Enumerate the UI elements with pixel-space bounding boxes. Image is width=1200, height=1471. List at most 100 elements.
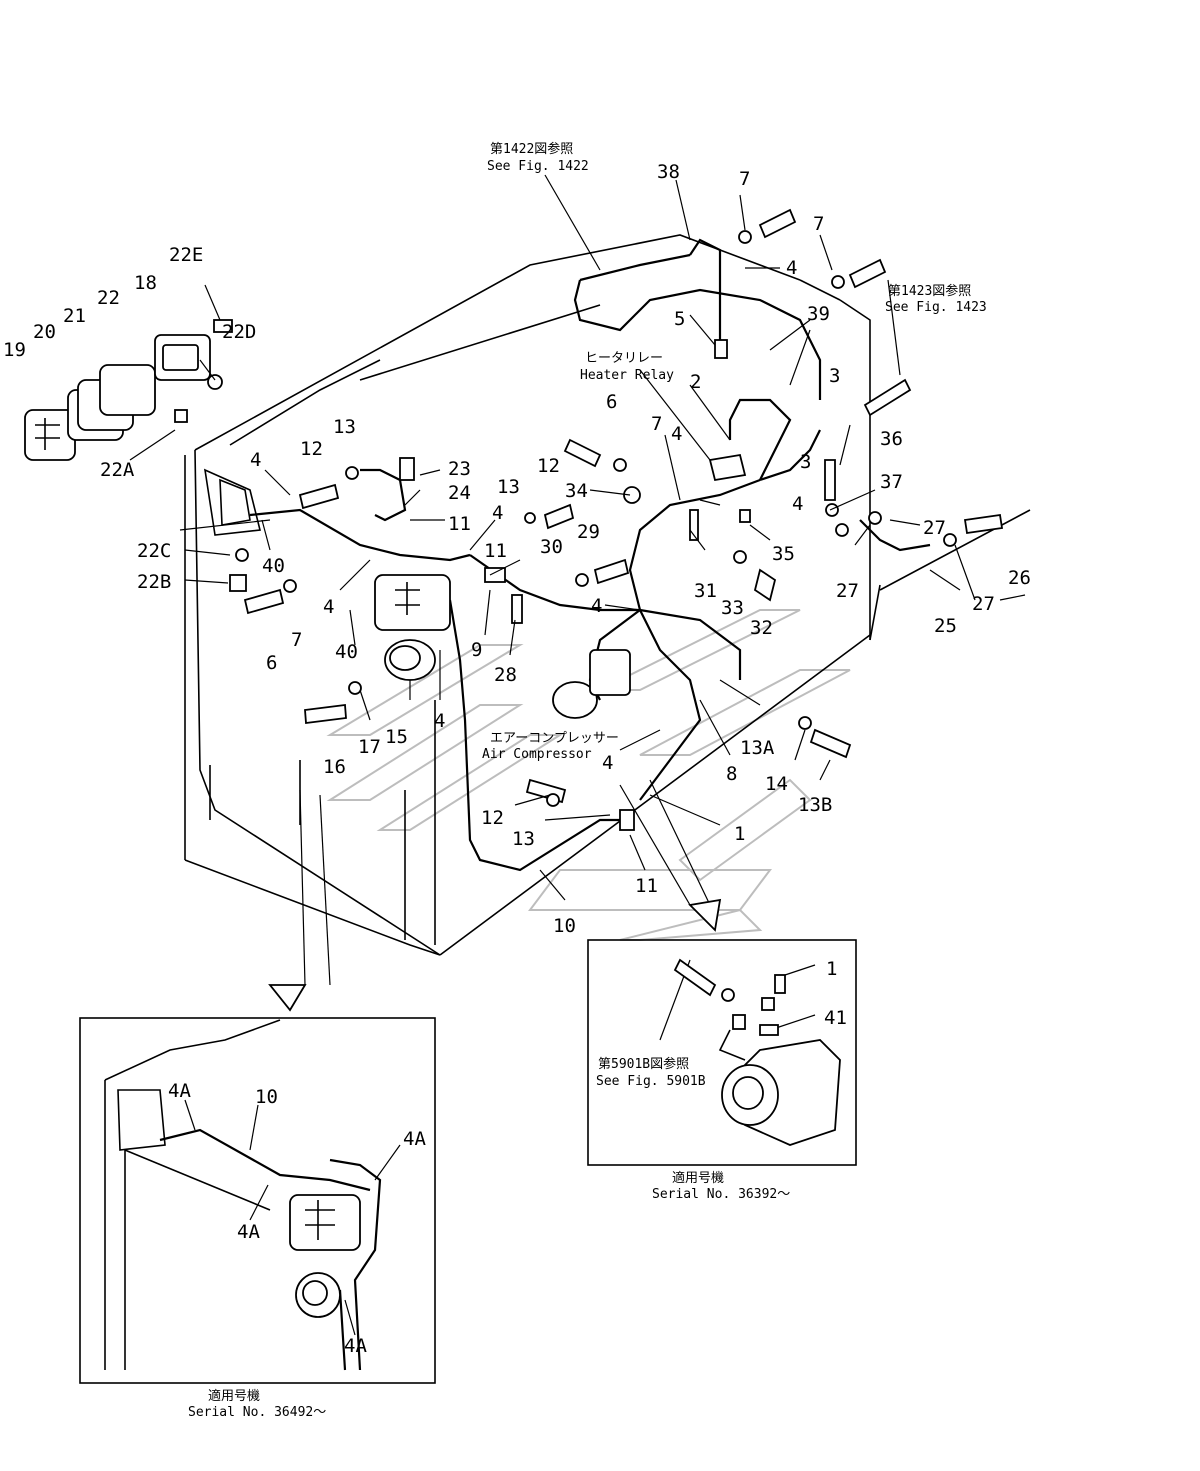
part-number: 13A: [740, 737, 775, 759]
part-number: 22: [97, 287, 120, 309]
part-number: 4: [792, 493, 803, 515]
part-number: 6: [266, 652, 277, 674]
inset-right: [587, 939, 857, 1166]
part-number: 33: [721, 597, 744, 619]
part-number: 5: [674, 308, 685, 330]
part-number: 2: [690, 371, 701, 393]
part-number: 3: [800, 451, 811, 473]
part-number: 7: [813, 213, 824, 235]
heater-relay-label-en: Heater Relay: [580, 368, 674, 383]
ref-fig1422-en: See Fig. 1422: [487, 159, 589, 174]
part-number: 11: [448, 513, 471, 535]
inset-left-serial-jp: 適用号機: [208, 1388, 260, 1404]
part-number: 4: [671, 423, 682, 445]
part-number: 12: [537, 455, 560, 477]
part-number: 11: [484, 540, 507, 562]
part-number: 7: [291, 629, 302, 651]
part-number: 4: [786, 257, 797, 279]
ref-fig5901b-jp: 第5901B図参照: [598, 1056, 689, 1072]
part-number: 7: [739, 168, 750, 190]
ref-fig1423-jp: 第1423図参照: [888, 283, 971, 299]
part-number: 28: [494, 664, 517, 686]
part-number: 8: [726, 763, 737, 785]
part-number: 22A: [100, 459, 135, 481]
part-number: 4A: [237, 1221, 260, 1243]
part-number: 13: [333, 416, 356, 438]
part-number: 10: [255, 1086, 278, 1108]
part-number: 27: [972, 593, 995, 615]
ref-fig1422-jp: 第1422図参照: [490, 141, 573, 157]
work-lamp-assembly: [24, 319, 233, 461]
part-number: 30: [540, 536, 563, 558]
part-number: 40: [262, 555, 285, 577]
part-number: 12: [300, 438, 323, 460]
part-number: 4: [250, 449, 261, 471]
part-number: 1: [734, 823, 745, 845]
part-number: 19: [3, 339, 26, 361]
part-number: 17: [358, 736, 381, 758]
part-number: 22D: [222, 321, 256, 343]
part-number: 39: [807, 303, 830, 325]
inset-right-serial-en: Serial No. 36392～: [652, 1187, 790, 1202]
part-number: 4A: [403, 1128, 426, 1150]
horn: [374, 574, 451, 631]
part-number: 25: [934, 615, 957, 637]
part-numbers: 38 7 7 4 39 5 3 2 36 3 37 6 7 4 12 34 13…: [3, 161, 1031, 1357]
part-number: 22B: [137, 571, 171, 593]
part-number: 41: [824, 1007, 847, 1029]
inset-right-serial-jp: 適用号機: [672, 1170, 724, 1186]
cab-body: [184, 234, 1031, 956]
part-number: 40: [335, 641, 358, 663]
air-compressor-label-en: Air Compressor: [482, 747, 592, 762]
part-number: 11: [635, 875, 658, 897]
part-number: 36: [880, 428, 903, 450]
part-number: 26: [1008, 567, 1031, 589]
part-number: 27: [923, 517, 946, 539]
part-number: 18: [134, 272, 157, 294]
part-number: 9: [471, 639, 482, 661]
part-number: 22E: [169, 244, 203, 266]
ref-fig1423-en: See Fig. 1423: [885, 300, 987, 315]
part-number: 13B: [798, 794, 832, 816]
watermark: [326, 609, 851, 941]
parts: [24, 208, 1004, 831]
air-compressor: [552, 649, 631, 719]
part-number: 4: [434, 710, 445, 732]
part-number: 3: [829, 365, 840, 387]
washers: [235, 230, 957, 807]
part-number: 24: [448, 482, 471, 504]
part-number: 12: [481, 807, 504, 829]
ref-fig5901b-en: See Fig. 5901B: [596, 1074, 706, 1089]
part-number: 20: [33, 321, 56, 343]
part-number: 21: [63, 305, 86, 327]
part-number: 13: [512, 828, 535, 850]
part-number: 14: [765, 773, 788, 795]
part-number: 6: [606, 391, 617, 413]
part-number: 37: [880, 471, 903, 493]
heater-relay-label-jp: ヒータリレー: [585, 351, 663, 366]
part-number: 10: [553, 915, 576, 937]
part-number: 4A: [168, 1080, 191, 1102]
part-number: 15: [385, 726, 408, 748]
part-number: 23: [448, 458, 471, 480]
part-number: 13: [497, 476, 520, 498]
part-number: 34: [565, 480, 588, 502]
callouts: 第1422図参照 See Fig. 1422 第1423図参照 See Fig.…: [188, 141, 987, 1420]
part-number: 4: [492, 502, 503, 524]
part-number: 38: [657, 161, 680, 183]
inset-left-serial-en: Serial No. 36492～: [188, 1405, 326, 1420]
part-number: 4A: [344, 1335, 367, 1357]
part-number: 7: [651, 413, 662, 435]
heater-relay: [708, 453, 747, 482]
beacon: [384, 639, 436, 681]
part-number: 27: [836, 580, 859, 602]
part-number: 32: [750, 617, 773, 639]
part-number: 4: [323, 596, 334, 618]
part-number: 29: [577, 521, 600, 543]
part-number: 16: [323, 756, 346, 778]
part-number: 4: [602, 752, 613, 774]
part-number: 22C: [137, 540, 171, 562]
connectors: [229, 339, 751, 831]
air-compressor-label-jp: エアーコンプレッサー: [490, 731, 619, 746]
part-number: 4: [591, 595, 602, 617]
